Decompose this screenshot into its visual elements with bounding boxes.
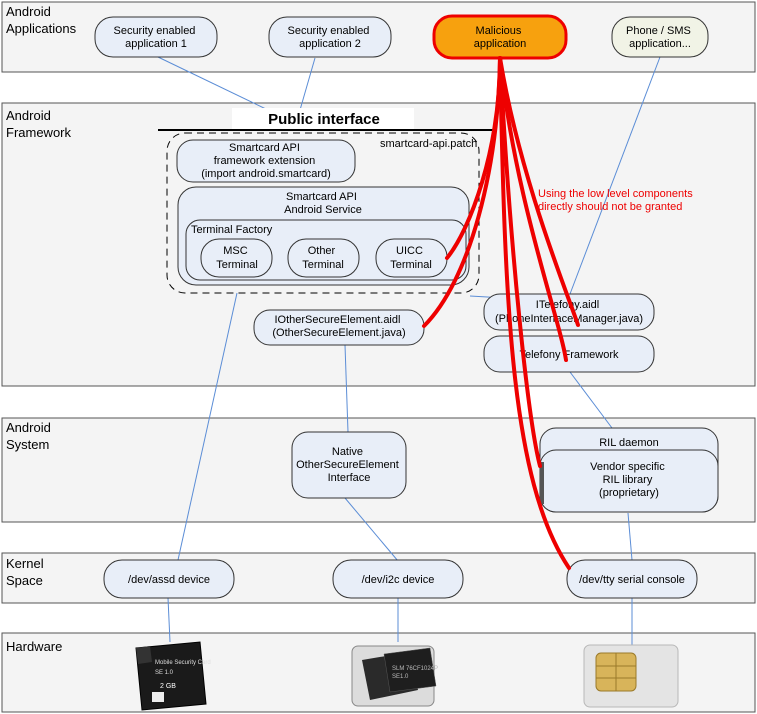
attack-path-other-aidl — [422, 56, 502, 328]
warning-note: Using the low level components directly … — [538, 188, 696, 213]
public-interface-box — [232, 108, 414, 130]
connector-phone-itelephony — [569, 56, 661, 295]
dev-tty-serial-console-label: /dev/tty serial console — [579, 574, 685, 586]
secure-element-chip-image: SLM 76CF1024P SE1.0 — [351, 645, 438, 707]
attack-paths — [422, 56, 580, 570]
vendor-ril-library[interactable]: Vendor specific RIL library (proprietary… — [539, 449, 719, 513]
smartcard-android-service-label: Smartcard API Android Service — [284, 191, 362, 216]
connector-aidl-native — [344, 344, 349, 433]
svg-text:Mobile Security Card: Mobile Security Card — [155, 660, 211, 666]
app-secure-2-label: Security enabled application 2 — [287, 25, 372, 50]
msc-terminal-label: MSC Terminal — [216, 245, 258, 271]
ril-daemon-label: RIL daemon — [599, 437, 659, 449]
telefony-framework-label: Telefony Framework — [519, 349, 619, 361]
app-malicious[interactable]: Malicious application — [432, 14, 568, 60]
connector-service-assd — [177, 292, 238, 561]
connector-app2-public — [299, 57, 316, 111]
app-secure-2[interactable]: Security enabled application 2 — [268, 16, 392, 58]
connector-native-i2c — [344, 497, 399, 562]
connector-ril-tty — [627, 512, 633, 561]
terminal-factory-label: Terminal Factory — [191, 224, 273, 236]
public-interface-title: Public interface — [268, 111, 380, 128]
app-phone-sms[interactable]: Phone / SMS application... — [611, 16, 709, 58]
dev-tty-serial-console[interactable]: /dev/tty serial console — [566, 559, 698, 599]
layer-hardware-label: Hardware — [6, 639, 62, 654]
app-secure-1[interactable]: Security enabled application 1 — [94, 16, 218, 58]
attack-path-tty — [498, 56, 571, 570]
uicc-terminal-label: UICC Terminal — [390, 245, 432, 271]
smartcard-patch-label: smartcard-api.patch — [380, 138, 477, 150]
app-malicious-label: Malicious application — [474, 25, 527, 50]
other-secure-element-aidl[interactable]: IOtherSecureElement.aidl (OtherSecureEle… — [253, 309, 425, 346]
connector-app1-public — [157, 56, 269, 111]
layer-framework-label: Android Framework — [6, 108, 72, 140]
attack-path-vendor-ril — [498, 56, 542, 468]
attack-path-itelephony — [498, 56, 580, 327]
uicc-terminal[interactable]: UICC Terminal — [375, 238, 448, 278]
native-other-secure-element-interface[interactable]: Native OtherSecureElement Interface — [291, 431, 407, 499]
dev-assd-device[interactable]: /dev/assd device — [103, 559, 235, 599]
connector-telefony-ril — [569, 371, 613, 429]
other-terminal-label: Other Terminal — [302, 245, 344, 271]
layer-kernel-label: Kernel Space — [6, 556, 47, 588]
connector-assd-sdcard — [167, 597, 171, 643]
smartcard-api-extension-label: Smartcard API framework extension (impor… — [201, 142, 331, 180]
svg-text:SE1.0: SE1.0 — [392, 674, 409, 680]
msc-terminal[interactable]: MSC Terminal — [200, 238, 273, 278]
attack-path-telefony — [498, 56, 568, 362]
dev-i2c-device[interactable]: /dev/i2c device — [332, 559, 464, 599]
other-terminal[interactable]: Other Terminal — [287, 238, 360, 278]
telefony-framework[interactable]: Telefony Framework — [483, 335, 655, 373]
other-secure-element-aidl-label: IOtherSecureElement.aidl (OtherSecureEle… — [272, 314, 405, 339]
vendor-ril-library-label: Vendor specific RIL library (proprietary… — [590, 461, 668, 499]
smartcard-api-extension[interactable]: Smartcard API framework extension (impor… — [176, 139, 356, 183]
app-phone-sms-label: Phone / SMS application... — [626, 25, 694, 50]
dev-assd-device-label: /dev/assd device — [128, 574, 210, 586]
sim-card-image — [583, 644, 679, 708]
dev-i2c-device-label: /dev/i2c device — [362, 574, 435, 586]
svg-text:SE 1.0: SE 1.0 — [155, 670, 174, 676]
svg-text:SLM 76CF1024P: SLM 76CF1024P — [392, 666, 438, 672]
mobile-security-card-image: Mobile Security Card SE 1.0 2 GB — [135, 641, 211, 711]
svg-text:2 GB: 2 GB — [160, 683, 176, 690]
native-interface-label: Native OtherSecureElement Interface — [296, 446, 402, 484]
app-secure-1-label: Security enabled application 1 — [113, 25, 198, 50]
layer-applications-label: Android Applications — [6, 4, 77, 36]
layer-system-label: Android System — [6, 420, 54, 452]
